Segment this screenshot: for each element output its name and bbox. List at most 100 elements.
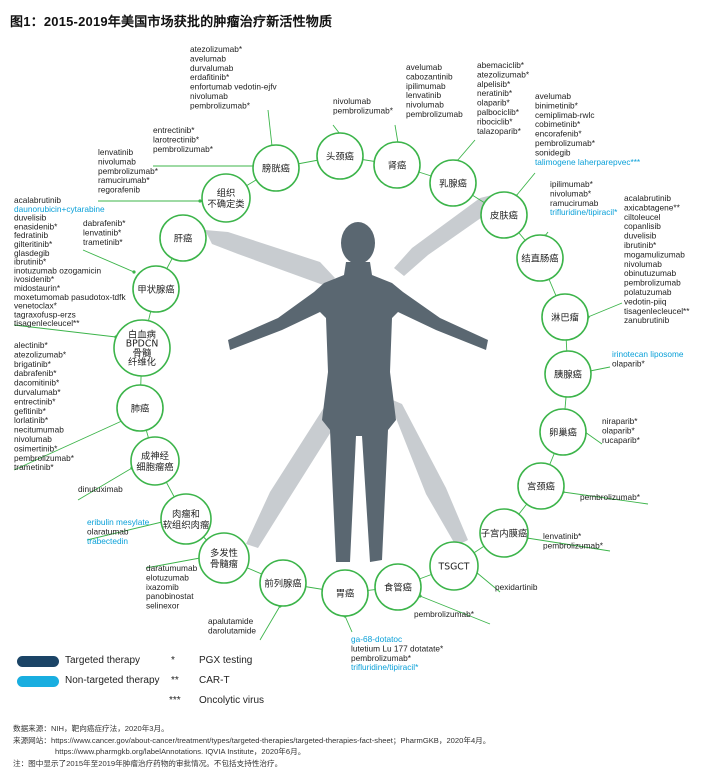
drug-name: daratumumab <box>146 563 198 573</box>
drug-name: olaparib* <box>612 358 646 368</box>
drug-name: gilteritinib* <box>14 239 53 249</box>
node-circle <box>480 191 528 239</box>
drug-name: pembrolizumab* <box>98 166 159 176</box>
drug-list-leukemia: acalabrutinibdaunorubicin+cytarabineduve… <box>14 195 126 328</box>
spread-leg-left <box>246 398 346 548</box>
drug-name: ipilimumab* <box>550 179 594 189</box>
node-circle <box>429 541 479 591</box>
drug-name: glasdegib <box>14 248 50 258</box>
drug-name: binimetinib* <box>535 100 579 110</box>
drug-name: nivolumab <box>406 100 444 110</box>
drug-name: nivolumab* <box>550 188 592 198</box>
node-label: 不确定类 <box>207 198 244 210</box>
node-label: BPDCN <box>126 339 159 350</box>
drug-name: dabrafenib* <box>83 218 126 228</box>
drug-name: larotrectinib* <box>153 134 200 144</box>
cart-label: CAR-T <box>199 675 230 686</box>
leader-line <box>82 249 135 273</box>
drug-name: dacomitinib* <box>14 378 60 388</box>
node-circle <box>541 293 589 341</box>
drug-name: nivolumab <box>14 434 52 444</box>
drug-list-neuroblastoma: dinutuximab <box>78 484 123 494</box>
node-circle <box>516 234 564 282</box>
drug-name: dabrafenib* <box>14 368 57 378</box>
drug-name: durvalumab* <box>14 387 61 397</box>
disease-node-ovary: 卵巢癌 <box>539 408 587 456</box>
drug-name: alectinib* <box>14 340 48 350</box>
node-label: 结直肠癌 <box>521 252 558 264</box>
non-targeted-swatch <box>17 676 59 687</box>
source-notes: 数据来源：NIH，靶向癌症疗法，2020年3月。 来源网站：https://ww… <box>13 723 703 769</box>
drug-name: irinotecan liposome <box>612 349 684 359</box>
drug-name: atezolizumab* <box>477 69 530 79</box>
leader-line <box>589 366 611 372</box>
drug-name: duvelisib <box>14 213 47 223</box>
node-circle <box>252 144 300 192</box>
node-label: 白血病 <box>128 329 156 341</box>
drug-name: regorafenib <box>98 185 140 195</box>
drug-name: rucaparib* <box>602 435 641 445</box>
drug-name: lenvatinib* <box>83 227 122 237</box>
node-label: 淋巴瘤 <box>551 311 579 323</box>
node-circle <box>544 350 592 398</box>
node-label: 膀胱癌 <box>262 162 290 174</box>
human-silhouette <box>205 194 498 562</box>
node-label: 肾癌 <box>388 159 407 171</box>
node-circle <box>429 159 477 207</box>
drug-name: talazoparib* <box>477 126 522 136</box>
drug-list-kidney: avelumabcabozantinibipilimumablenvatinib… <box>406 62 463 119</box>
disease-node-kidney: 肾癌 <box>373 141 421 189</box>
drug-list-tissue: lenvatinibnivolumabpembrolizumab*ramucir… <box>98 147 159 195</box>
legend-non-targeted-label: Non-targeted therapy <box>65 675 160 686</box>
drug-name: pexidartinib <box>495 582 538 592</box>
node-label: 组织 <box>217 187 236 199</box>
node-circle <box>539 408 587 456</box>
node-label: 成神经 <box>141 450 169 462</box>
node-label: 皮肤癌 <box>490 209 518 221</box>
node-label: 软组织肉瘤 <box>163 519 210 531</box>
node-circle <box>321 569 369 617</box>
drug-name: avelumab <box>535 91 571 101</box>
drug-list-myeloma: daratumumabelotuzumabixazomibpanobinosta… <box>146 563 198 611</box>
drug-name: ramucirumab* <box>98 175 150 185</box>
drug-name: trametinib* <box>83 237 123 247</box>
drug-name: nivolumab <box>624 259 662 269</box>
drug-name: neratinib* <box>477 88 513 98</box>
leader-line <box>562 491 649 505</box>
drug-name: olaparib* <box>602 425 636 435</box>
disease-node-stomach: 胃癌 <box>321 569 369 617</box>
note-line: https://www.pharmgkb.org/labelAnnotation… <box>55 747 306 757</box>
drug-name: entrectinib* <box>153 125 195 135</box>
node-label: 卵巢癌 <box>549 426 577 438</box>
drug-name: abemaciclib* <box>477 60 525 70</box>
drug-name: pembrolizumab <box>624 278 681 288</box>
drug-name: encorafenib* <box>535 129 582 139</box>
drug-name: acalabrutinib <box>14 195 61 205</box>
drug-name: duvelisib <box>624 231 657 241</box>
node-label: 甲状腺癌 <box>137 283 174 295</box>
drug-name: lutetium Lu 177 dotatate* <box>351 643 444 653</box>
figure-title: 图1：2015-2019年美国市场获批的肿瘤治疗新活性物质 <box>10 14 333 29</box>
node-circle <box>132 265 180 313</box>
pgx-symbol: * <box>171 655 175 666</box>
node-label: 胰腺癌 <box>554 368 582 380</box>
disease-node-lung: 肺癌 <box>116 384 164 432</box>
drug-list-esophagus: pembrolizumab* <box>414 609 475 619</box>
drug-name: panobinostat <box>146 591 194 601</box>
drug-name: ribociclib* <box>477 116 513 126</box>
disease-node-bladder: 膀胱癌 <box>252 144 300 192</box>
drug-name: cemiplimab-rwlc <box>535 110 594 120</box>
disease-nodes: 组织不确定类膀胱癌头颈癌肾癌乳腺癌皮肤癌结直肠癌淋巴瘤胰腺癌卵巢癌宫颈癌子宫内膜… <box>113 132 592 617</box>
drug-name: pembrolizumab* <box>580 492 641 502</box>
drug-name: pembrolizumab* <box>535 138 596 148</box>
disease-node-cervix: 宫颈癌 <box>517 462 565 510</box>
drug-name: durvalumab <box>190 63 234 73</box>
disease-node-endometrial: 子宫内膜癌 <box>479 508 529 558</box>
node-circle <box>198 532 250 584</box>
drug-name: selinexor <box>146 601 179 611</box>
disease-node-breast: 乳腺癌 <box>429 159 477 207</box>
